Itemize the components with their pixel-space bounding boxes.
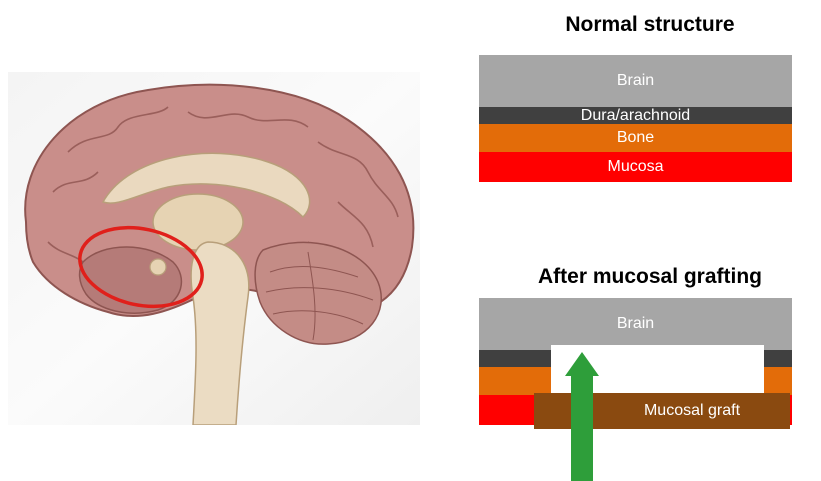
normal-bone-layer: Bone	[479, 124, 792, 152]
normal-dura-layer: Dura/arachnoid	[479, 107, 792, 124]
mucosal-graft-label: Mucosal graft	[644, 402, 740, 420]
normal-brain-layer: Brain	[479, 55, 792, 107]
normal-dura-label: Dura/arachnoid	[581, 108, 690, 124]
sagittal-brain-icon	[8, 72, 420, 425]
brain-illustration	[8, 72, 420, 425]
after-brain-label: Brain	[617, 316, 654, 332]
after-brain-layer: Brain	[479, 298, 792, 350]
normal-mucosa-label: Mucosa	[607, 159, 663, 175]
after-grafting-title: After mucosal grafting	[505, 265, 795, 289]
normal-bone-label: Bone	[617, 130, 654, 146]
normal-brain-label: Brain	[617, 73, 654, 89]
upward-arrow-icon	[552, 352, 612, 481]
normal-structure-title: Normal structure	[540, 13, 760, 37]
normal-mucosa-layer: Mucosa	[479, 152, 792, 182]
